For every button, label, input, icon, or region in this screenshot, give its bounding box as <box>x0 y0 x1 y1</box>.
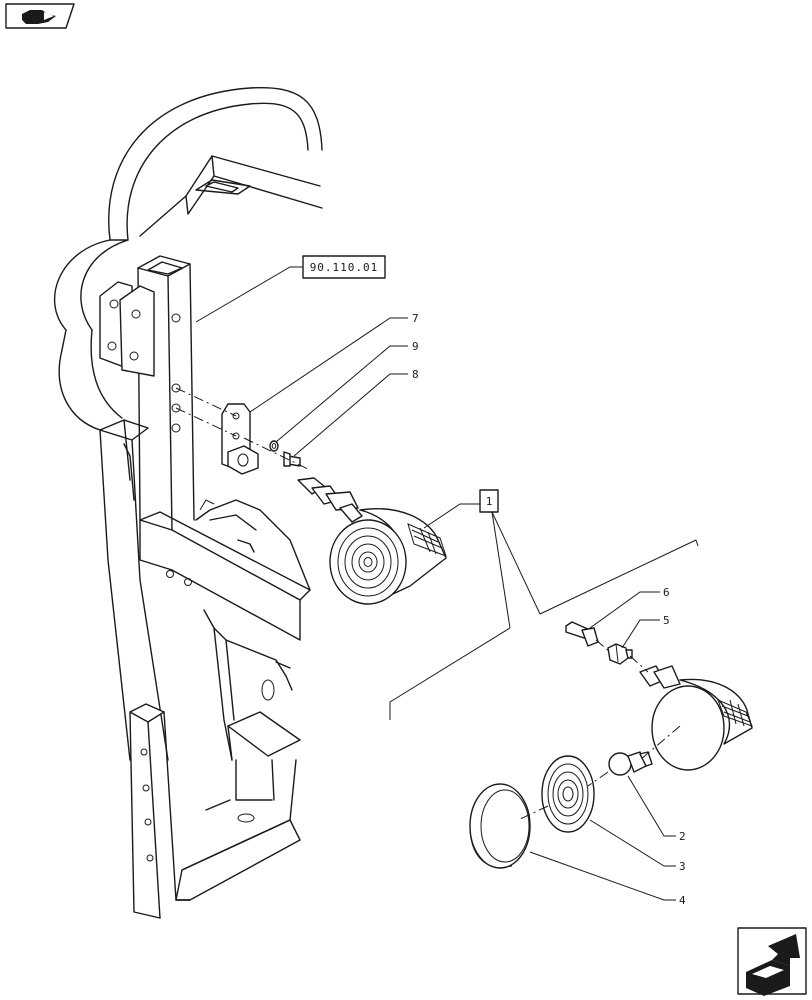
callout-2: 2 <box>679 830 686 843</box>
callout-3: 3 <box>679 860 686 873</box>
washer <box>269 440 279 452</box>
work-lamp <box>297 477 447 605</box>
callout-6: 6 <box>663 586 670 599</box>
reference-box[interactable]: 90.110.01 <box>302 255 386 279</box>
lower-frame <box>99 419 311 761</box>
part-5-nut <box>607 643 633 665</box>
mounting-plates <box>99 281 155 377</box>
assembly-box[interactable]: 1 <box>479 489 499 513</box>
screw <box>283 451 301 467</box>
roll-bar <box>53 86 323 431</box>
reference-label: 90.110.01 <box>310 261 379 274</box>
lamp-housing-exploded <box>639 665 753 771</box>
lamp-bracket <box>175 387 259 475</box>
part-2-bulb <box>608 751 653 776</box>
bottom-support <box>129 703 301 919</box>
previous-page-icon[interactable] <box>5 3 75 29</box>
assembly-label: 1 <box>486 495 493 508</box>
next-page-icon[interactable] <box>737 927 807 996</box>
callout-5: 5 <box>663 614 670 627</box>
part-4-ring <box>469 783 531 869</box>
callout-8: 8 <box>412 368 419 381</box>
callout-4: 4 <box>679 894 686 907</box>
leader-lines <box>249 317 676 901</box>
upper-cross-member <box>139 155 323 237</box>
callout-7: 7 <box>412 312 419 325</box>
callout-9: 9 <box>412 340 419 353</box>
part-3-lens <box>541 755 595 833</box>
